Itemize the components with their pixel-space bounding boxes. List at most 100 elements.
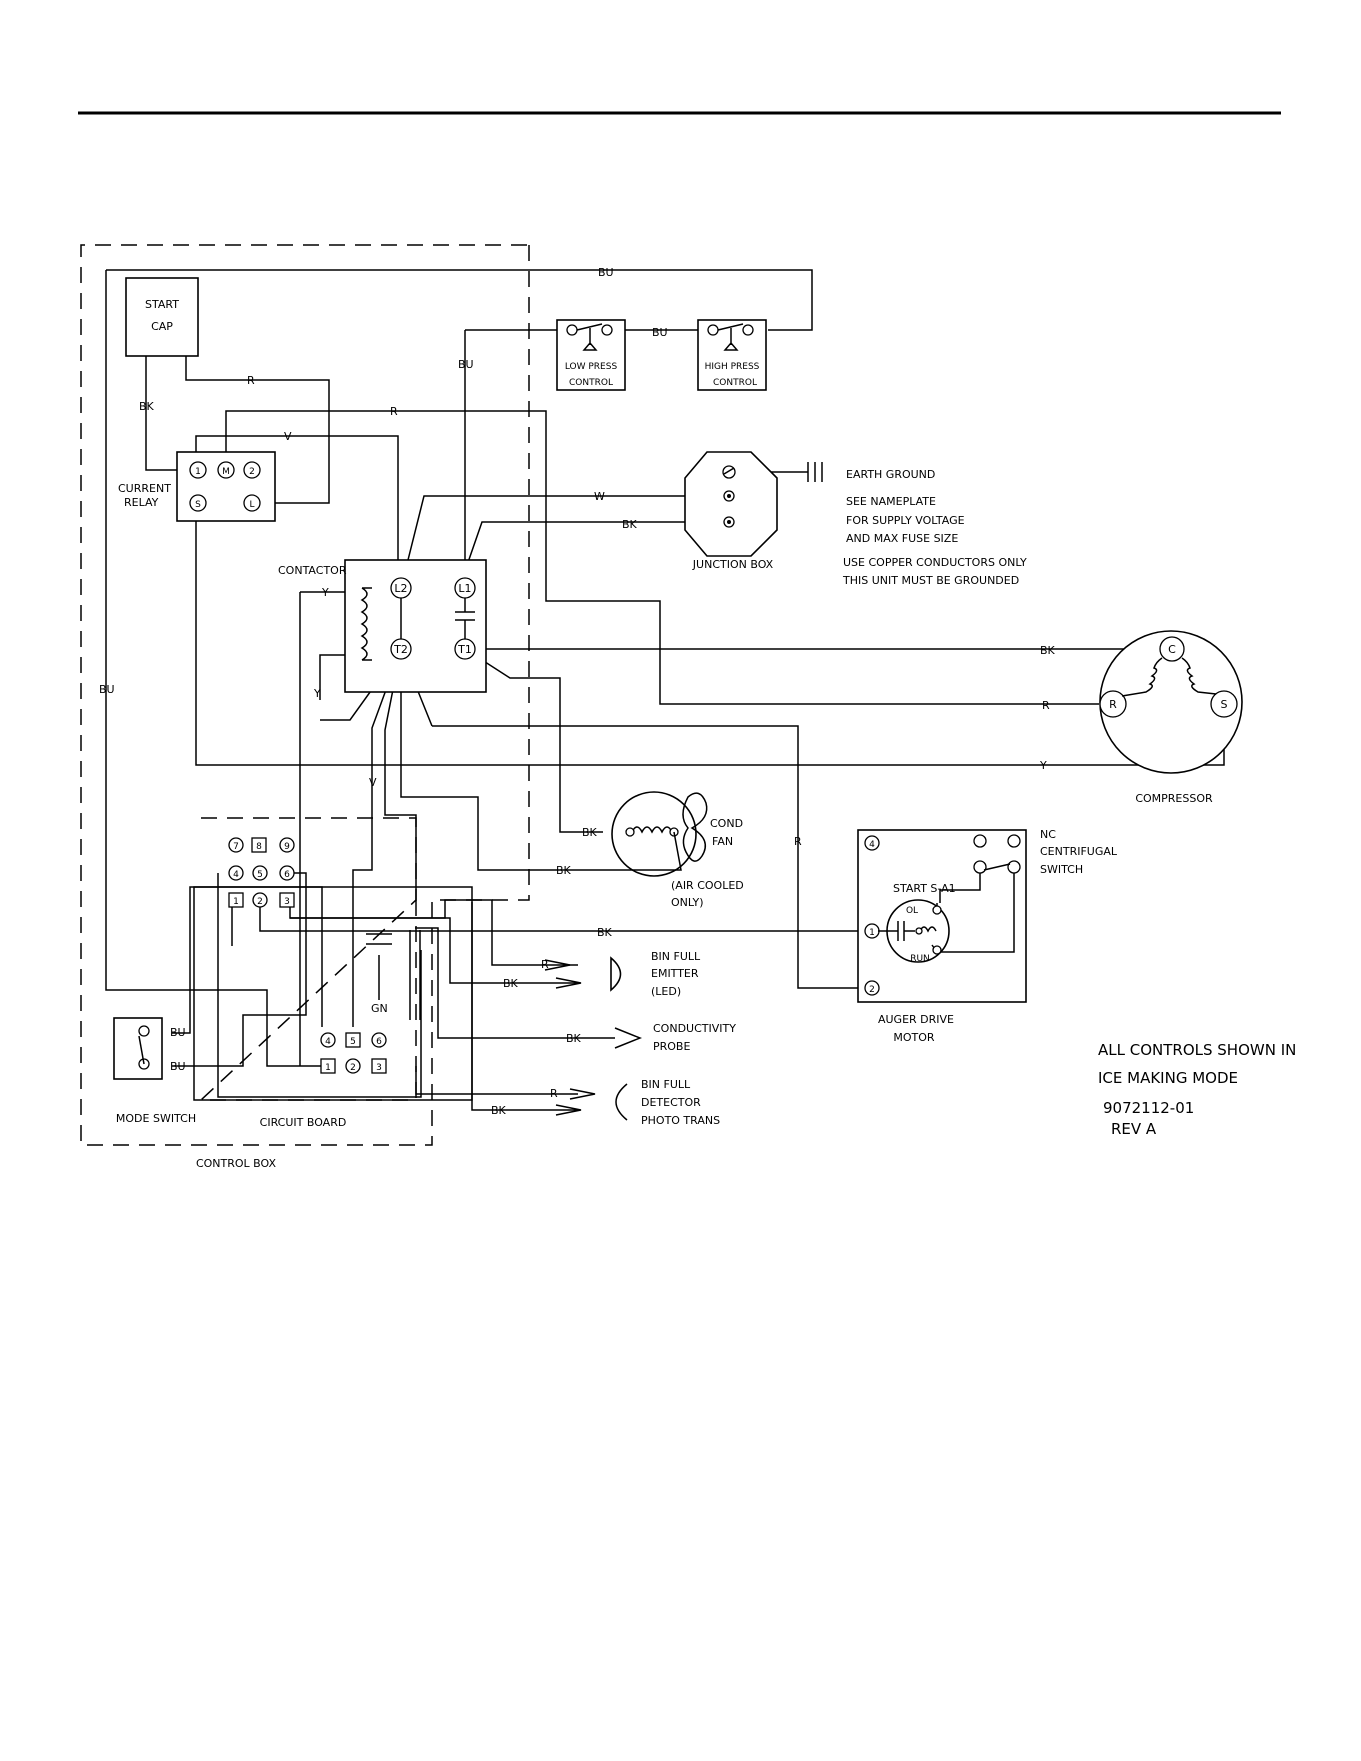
current-relay: 1 M 2 S L CURRENT RELAY	[118, 451, 276, 522]
wire-label-r: R	[247, 374, 255, 387]
compressor-terminal-s: S	[1221, 698, 1228, 711]
conductivity-label-2: PROBE	[653, 1040, 690, 1053]
wire-label-y: Y	[313, 687, 321, 700]
contactor-label: CONTACTOR	[278, 564, 347, 577]
contactor-terminal-l1: L1	[458, 582, 471, 595]
wire-label-y: Y	[321, 586, 329, 599]
cb-lower-terminal-5: 5	[350, 1037, 356, 1047]
wire-label-r: R	[390, 405, 398, 418]
drawing-number: 9072112-01	[1103, 1099, 1194, 1117]
junction-box-label: JUNCTION BOX	[692, 558, 774, 571]
auger-terminal-2: 2	[869, 985, 875, 995]
current-relay-label-2: RELAY	[124, 496, 159, 509]
nameplate-label-1: SEE NAMEPLATE	[846, 495, 936, 508]
wire-label-bu: BU	[170, 1026, 186, 1039]
compressor-terminal-c: C	[1168, 643, 1176, 656]
start-cap-label-2: CAP	[151, 320, 173, 333]
nc-label-3: SWITCH	[1040, 863, 1083, 876]
cb-terminal-4: 4	[233, 870, 239, 880]
auger-motor-label-2: MOTOR	[893, 1031, 935, 1044]
contactor-terminal-t1: T1	[457, 643, 472, 656]
relay-terminal-2: 2	[249, 467, 255, 477]
condenser-fan: COND FAN (AIR COOLED ONLY)	[603, 791, 744, 909]
cb-lower-terminal-2: 2	[350, 1063, 356, 1073]
wire-label-bk: BK	[1040, 644, 1056, 657]
mode-switch: MODE SWITCH	[113, 1017, 196, 1125]
auger-run-label: RUN	[910, 954, 930, 964]
low-press-label-2: CONTROL	[569, 378, 613, 388]
wire-label-r: R	[794, 835, 802, 848]
relay-terminal-1: 1	[195, 467, 201, 477]
low-press-label-1: LOW PRESS	[565, 362, 618, 372]
wire-label-y: Y	[1039, 759, 1047, 772]
wire-label-v: V	[369, 776, 377, 789]
cond-fan-label-2: FAN	[712, 835, 733, 848]
wire-label-v: V	[284, 430, 292, 443]
air-cooled-label-2: ONLY)	[671, 896, 704, 909]
relay-terminal-s: S	[195, 500, 201, 510]
wires	[105, 269, 1225, 1111]
circuit-board-label: CIRCUIT BOARD	[260, 1116, 347, 1129]
conductivity-label-1: CONDUCTIVITY	[653, 1022, 736, 1035]
wire-label-bk: BK	[582, 826, 598, 839]
high-press-control: HIGH PRESS CONTROL	[697, 319, 767, 391]
all-controls-label-2: ICE MAKING MODE	[1098, 1069, 1238, 1087]
cb-terminal-6: 6	[284, 870, 290, 880]
cond-fan-label-1: COND	[710, 817, 743, 830]
copper-label-1: USE COPPER CONDUCTORS ONLY	[843, 556, 1027, 569]
wire-label-w: W	[594, 490, 605, 503]
cb-terminal-2: 2	[257, 897, 263, 907]
high-press-label-1: HIGH PRESS	[705, 362, 760, 372]
contactor-terminal-t2: T2	[393, 643, 408, 656]
start-cap: START CAP	[125, 277, 199, 357]
wire-label-bk: BK	[566, 1032, 582, 1045]
contactor: L2 L1 T2 T1 CONTACTOR	[278, 559, 487, 693]
cb-terminal-5: 5	[257, 870, 263, 880]
bin-full-detector: BIN FULL DETECTOR PHOTO TRANS	[555, 1078, 720, 1127]
relay-terminal-l: L	[249, 500, 254, 510]
wire-label-bu: BU	[598, 266, 614, 279]
auger-start-label: START S-A1	[893, 882, 956, 895]
earth-ground-label: EARTH GROUND	[846, 468, 935, 481]
conductivity-probe: CONDUCTIVITY PROBE	[614, 1022, 736, 1053]
cb-terminal-7: 7	[233, 842, 239, 852]
start-cap-label-1: START	[145, 298, 179, 311]
nameplate-label-2: FOR SUPPLY VOLTAGE	[846, 514, 965, 527]
bin-detector-label-1: BIN FULL	[641, 1078, 691, 1091]
wire-label-bk: BK	[622, 518, 638, 531]
mode-switch-label: MODE SWITCH	[116, 1112, 196, 1125]
cb-terminal-3: 3	[284, 897, 290, 907]
control-box-outline	[80, 244, 530, 1146]
wire-label-r: R	[541, 958, 549, 971]
compressor-terminal-r: R	[1109, 698, 1117, 711]
control-box-label: CONTROL BOX	[196, 1157, 277, 1170]
auger-terminal-4: 4	[869, 840, 875, 850]
wire-label-bu: BU	[99, 683, 115, 696]
wire-label-bk: BK	[139, 400, 155, 413]
wire-label-bk: BK	[491, 1104, 507, 1117]
bin-detector-label-2: DETECTOR	[641, 1096, 701, 1109]
bin-full-emitter: BIN FULL EMITTER (LED)	[544, 950, 701, 998]
cb-lower-terminal-3: 3	[376, 1063, 382, 1073]
compressor: C R S COMPRESSOR	[1099, 630, 1243, 805]
cb-lower-terminal-4: 4	[325, 1037, 331, 1047]
cb-terminal-1: 1	[233, 897, 239, 907]
junction-box: JUNCTION BOX	[684, 451, 778, 571]
cb-terminal-8: 8	[256, 842, 262, 852]
current-relay-label-1: CURRENT	[118, 482, 171, 495]
air-cooled-label-1: (AIR COOLED	[671, 879, 744, 892]
contactor-terminal-l2: L2	[394, 582, 407, 595]
wire-label-bk: BK	[556, 864, 572, 877]
wire-label-r: R	[1042, 699, 1050, 712]
low-press-control: LOW PRESS CONTROL	[556, 319, 626, 391]
circuit-board: 7 8 9 4 5 6 1 2 3 4 5 6 1 2 3 CIRCUIT BO	[193, 837, 473, 1129]
cb-terminal-9: 9	[284, 842, 290, 852]
relay-terminal-m: M	[222, 467, 230, 477]
all-controls-label-1: ALL CONTROLS SHOWN IN	[1098, 1041, 1296, 1059]
nameplate-label-3: AND MAX FUSE SIZE	[846, 532, 958, 545]
cb-lower-terminal-1: 1	[325, 1063, 331, 1073]
circuit-board-outline	[199, 817, 417, 1101]
wire-color-labels: BU BU BU BU BU BU R R R R R R BK BK BK B…	[99, 266, 1056, 1117]
nc-label-1: NC	[1040, 828, 1056, 841]
